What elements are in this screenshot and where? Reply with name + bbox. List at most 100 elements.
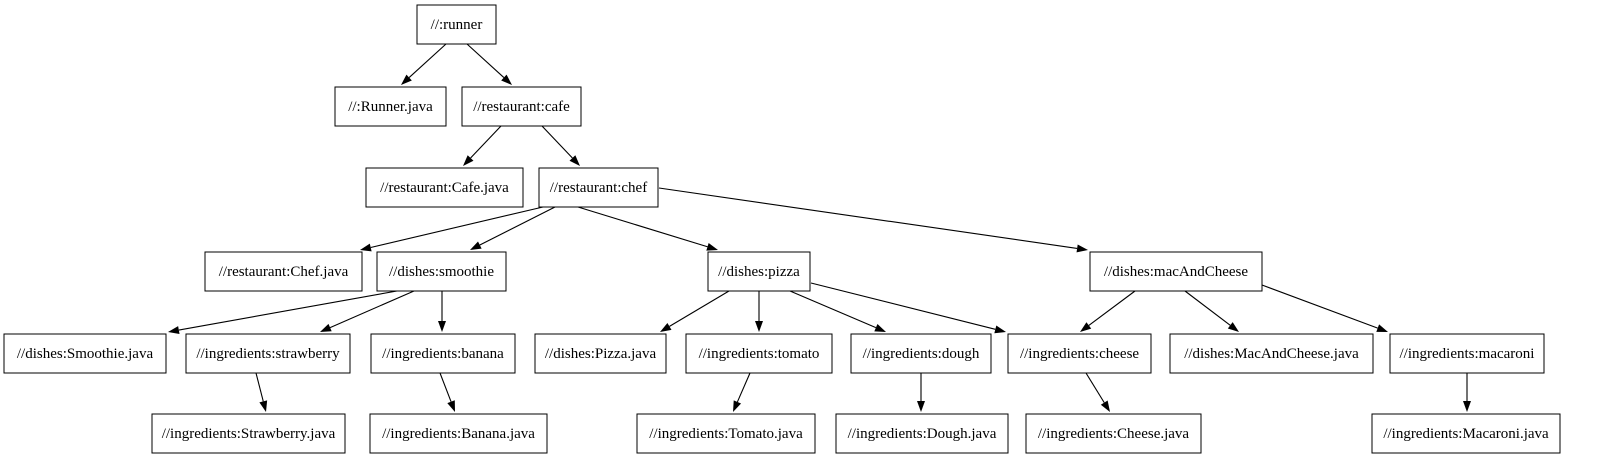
edge-arrowhead [1227, 322, 1239, 332]
edge-arrowhead [320, 323, 332, 332]
node-box[interactable] [685, 333, 833, 374]
node-label: //restaurant:cafe [473, 99, 570, 115]
node-box[interactable] [416, 4, 497, 45]
edge-strawberry-to-strawberry_java [255, 372, 268, 412]
node-box[interactable] [334, 86, 447, 127]
edge-line [408, 43, 447, 78]
edge-arrowhead [438, 321, 446, 332]
node-box[interactable] [461, 86, 582, 127]
graph-node-smoothie_java[interactable]: //dishes:Smoothie.java [3, 333, 167, 374]
edge-arrowhead [660, 322, 672, 332]
node-label: //ingredients:tomato [699, 346, 820, 362]
node-label: //ingredients:cheese [1020, 346, 1139, 362]
graph-node-dough[interactable]: //ingredients:dough [850, 333, 992, 374]
node-box[interactable] [365, 167, 524, 208]
edge-arrowhead [1463, 401, 1471, 412]
node-label: //:runner [431, 17, 483, 33]
edge-line [466, 43, 505, 78]
node-box[interactable] [1169, 333, 1374, 374]
edge-cafe-to-cafe_java [463, 125, 502, 166]
graph-node-banana[interactable]: //ingredients:banana [370, 333, 516, 374]
edge-arrowhead [259, 400, 268, 412]
graph-node-pizza_java[interactable]: //dishes:Pizza.java [534, 333, 667, 374]
node-box[interactable] [538, 167, 659, 208]
graph-node-chef[interactable]: //restaurant:chef [538, 167, 659, 208]
node-box[interactable] [204, 251, 363, 292]
graph-node-macaroni[interactable]: //ingredients:macaroni [1389, 333, 1545, 374]
graph-node-tomato_java[interactable]: //ingredients:Tomato.java [636, 413, 816, 454]
graph-node-banana_java[interactable]: //ingredients:Banana.java [369, 413, 548, 454]
node-label: //restaurant:chef [550, 180, 647, 196]
node-box[interactable] [850, 333, 992, 374]
edge-macandcheese-to-macaroni [1261, 284, 1388, 332]
edge-line [178, 290, 398, 331]
node-label: //dishes:macAndCheese [1104, 264, 1248, 280]
edge-arrowhead [755, 321, 763, 332]
edge-macandcheese-to-macandcheese_java [1184, 290, 1239, 332]
edge-line [669, 290, 730, 327]
graph-node-cafe[interactable]: //restaurant:cafe [461, 86, 582, 127]
graph-node-macaroni_java[interactable]: //ingredients:Macaroni.java [1371, 413, 1561, 454]
edge-pizza-to-tomato [755, 291, 763, 332]
graph-node-cheese[interactable]: //ingredients:cheese [1007, 333, 1152, 374]
edge-line [479, 206, 556, 246]
edge-chef-to-chef_java [360, 206, 544, 252]
graph-node-pizza[interactable]: //dishes:pizza [707, 251, 811, 292]
node-box[interactable] [1389, 333, 1545, 374]
edge-line [658, 187, 1078, 249]
edge-line [439, 372, 452, 402]
edge-pizza-to-dough [789, 290, 886, 332]
node-box[interactable] [3, 333, 167, 374]
graph-node-strawberry[interactable]: //ingredients:strawberry [185, 333, 351, 374]
graph-node-macandcheese_java[interactable]: //dishes:MacAndCheese.java [1169, 333, 1374, 374]
node-label: //ingredients:Cheese.java [1038, 426, 1190, 442]
edge-smoothie-to-banana [438, 291, 446, 332]
node-box[interactable] [151, 413, 346, 454]
node-box[interactable] [534, 333, 667, 374]
node-label: //ingredients:Macaroni.java [1383, 426, 1549, 442]
node-box[interactable] [369, 413, 548, 454]
edge-dough-to-dough_java [917, 373, 925, 412]
node-label: //ingredients:Dough.java [848, 426, 997, 442]
graph-node-runner_java[interactable]: //:Runner.java [334, 86, 447, 127]
graph-node-chef_java[interactable]: //restaurant:Chef.java [204, 251, 363, 292]
edge-arrowhead [733, 400, 742, 412]
node-box[interactable] [185, 333, 351, 374]
node-box[interactable] [1025, 413, 1202, 454]
edge-line [810, 282, 996, 330]
graph-node-strawberry_java[interactable]: //ingredients:Strawberry.java [151, 413, 346, 454]
graph-node-dough_java[interactable]: //ingredients:Dough.java [835, 413, 1009, 454]
edge-arrowhead [1080, 322, 1092, 332]
node-label: //dishes:smoothie [389, 264, 494, 280]
node-label: //restaurant:Cafe.java [380, 180, 509, 196]
graph-node-cheese_java[interactable]: //ingredients:Cheese.java [1025, 413, 1202, 454]
edge-arrowhead [447, 400, 455, 412]
node-box[interactable] [707, 251, 811, 292]
edge-line [577, 206, 708, 248]
edge-macaroni-to-macaroni_java [1463, 373, 1471, 412]
graph-node-macandcheese[interactable]: //dishes:macAndCheese [1089, 251, 1263, 292]
node-box[interactable] [1089, 251, 1263, 292]
node-label: //ingredients:Tomato.java [649, 426, 803, 442]
edge-line [736, 372, 751, 403]
graph-node-smoothie[interactable]: //dishes:smoothie [376, 251, 507, 292]
edge-cafe-to-chef [541, 125, 580, 166]
node-box[interactable] [370, 333, 516, 374]
node-box[interactable] [1007, 333, 1152, 374]
node-label: //dishes:pizza [718, 264, 800, 280]
node-label: //ingredients:macaroni [1400, 346, 1535, 362]
graph-node-tomato[interactable]: //ingredients:tomato [685, 333, 833, 374]
node-box[interactable] [636, 413, 816, 454]
graph-node-runner[interactable]: //:runner [416, 4, 497, 45]
edges-layer [168, 43, 1471, 412]
graph-node-cafe_java[interactable]: //restaurant:Cafe.java [365, 167, 524, 208]
node-label: //dishes:Smoothie.java [17, 346, 154, 362]
edge-line [470, 125, 502, 159]
edge-arrowhead [994, 325, 1006, 334]
edge-line [1184, 290, 1231, 326]
node-box[interactable] [1371, 413, 1561, 454]
node-box[interactable] [376, 251, 507, 292]
node-box[interactable] [835, 413, 1009, 454]
edge-pizza-to-cheese [810, 282, 1006, 334]
